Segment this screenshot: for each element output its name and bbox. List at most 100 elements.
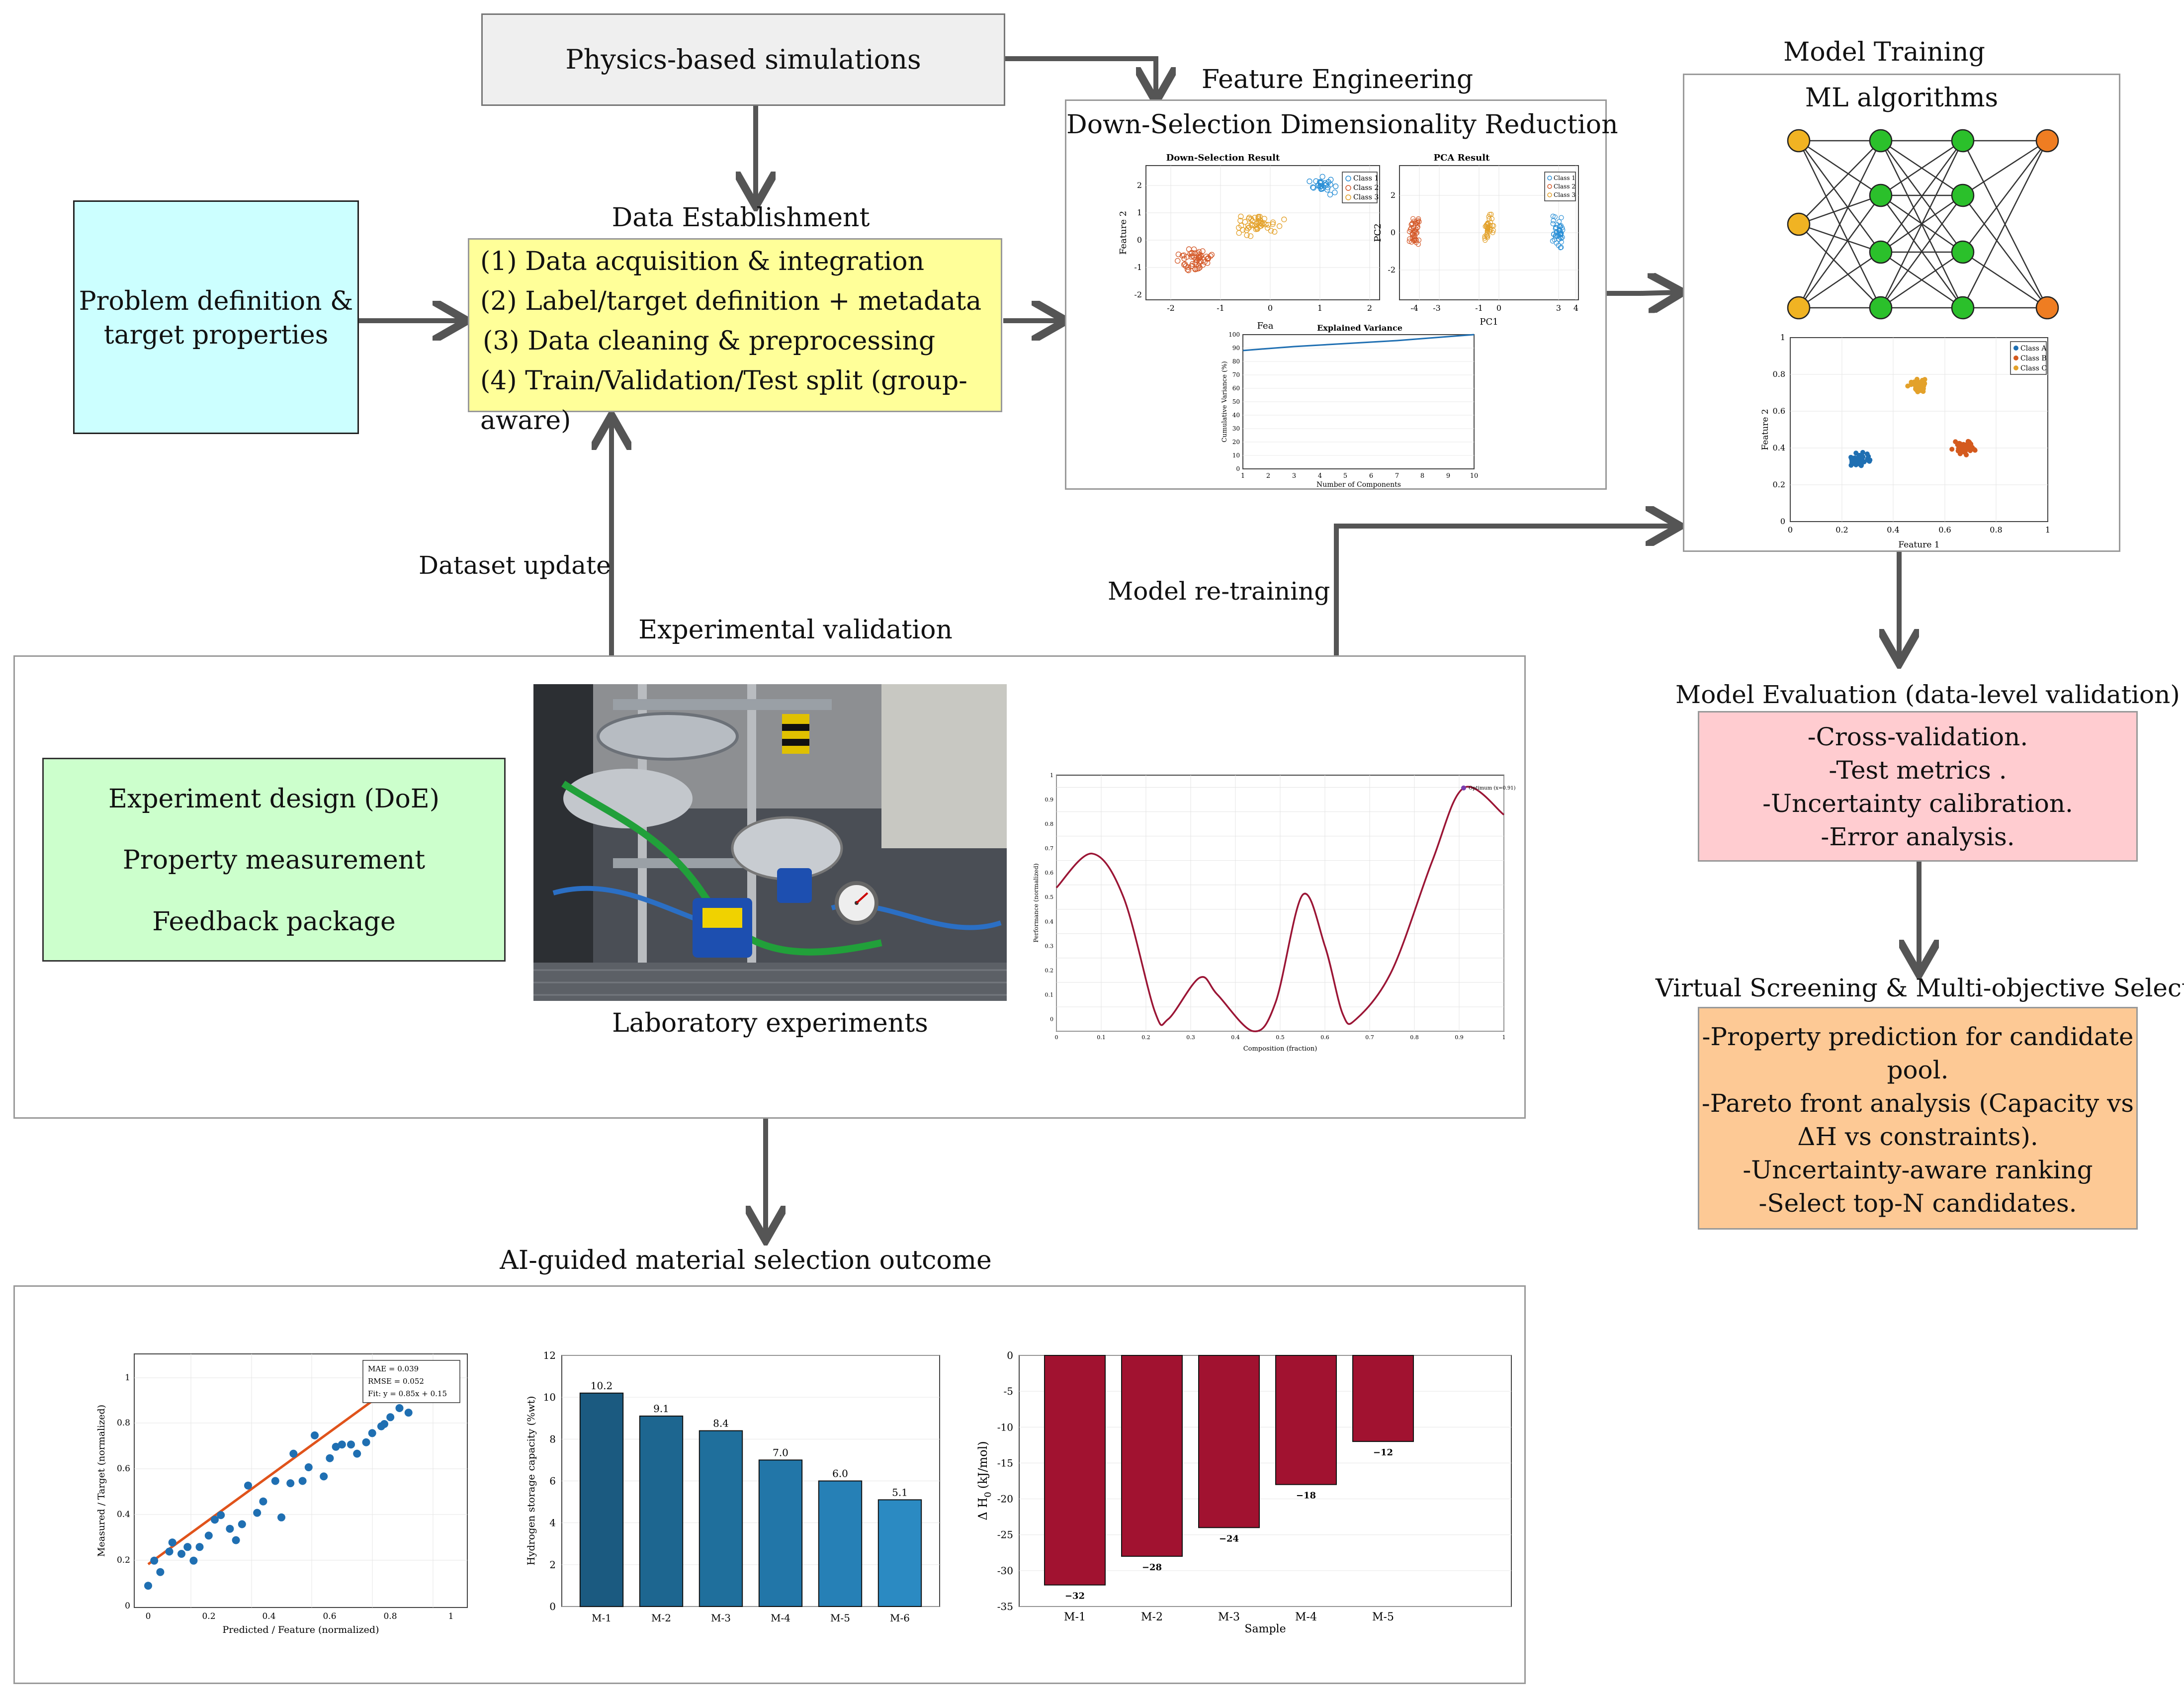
pca-point xyxy=(1487,229,1492,234)
ev-ytick: 30 xyxy=(1232,425,1240,432)
nn-edge xyxy=(1880,140,1964,253)
virtual-screening-box: -Property prediction for candidate pool.… xyxy=(1698,1007,2138,1230)
enthalpy-ylabel: Δ H0(kJ/mol) xyxy=(976,1441,993,1520)
dataset-update-label: Dataset update xyxy=(419,551,611,580)
capacity-data-label: 10.2 xyxy=(591,1380,613,1392)
pca-point xyxy=(1559,215,1564,220)
cluster-xtick: 0.4 xyxy=(1887,525,1899,535)
enthalpy-xlabel: Sample xyxy=(1244,1623,1286,1635)
pca-point xyxy=(1557,228,1562,234)
scatter-point xyxy=(1310,184,1316,190)
problem-line-1: Problem definition & xyxy=(79,286,353,316)
nn-edge xyxy=(1798,140,1882,253)
explained-variance-plot: Explained Variance 1 2 3 4 5 6 7 8 9 10 xyxy=(1221,323,1478,489)
parity-point xyxy=(165,1547,174,1556)
scatter-point xyxy=(1276,223,1283,229)
feature-engineering-plots: Down-Selection Result Class 1 Class 2 Cl… xyxy=(1118,153,1579,489)
parity-xlabel: Predicted / Feature (normalized) xyxy=(223,1624,379,1635)
cluster-scatter-plot: Class A Class B Class C 0 0.2 0.4 0.6 0.… xyxy=(1760,333,2050,550)
parity-point xyxy=(362,1438,370,1446)
scatter-point xyxy=(1270,219,1276,225)
pca-point xyxy=(1552,214,1558,220)
enthalpy-xtick: M-1 xyxy=(1064,1611,1086,1623)
pca-ylabel: PC2 xyxy=(1373,223,1383,242)
nn-edge xyxy=(1798,224,1881,308)
capacity-xtick: M-4 xyxy=(771,1612,790,1624)
cluster-ytick: 0.4 xyxy=(1773,443,1785,452)
capacity-ytick: 8 xyxy=(549,1433,556,1445)
scatter-point xyxy=(1270,221,1276,227)
ev-xtick: 6 xyxy=(1369,472,1373,480)
parity-xtick: 0.8 xyxy=(383,1611,397,1621)
curve-ytick: 0.2 xyxy=(1045,967,1054,974)
ds-xtick: 1 xyxy=(1317,303,1322,313)
parity-xtick: 0.6 xyxy=(323,1611,336,1621)
ev-xtick: 7 xyxy=(1395,472,1399,480)
lab-equipment-illustration xyxy=(533,684,1007,1001)
enthalpy-xtick: M-3 xyxy=(1218,1611,1240,1623)
capacity-bar xyxy=(579,1392,624,1607)
virtual-screening-title: Virtual Screening & Multi-objective Sele… xyxy=(1656,974,2184,1002)
scatter-point xyxy=(1249,222,1255,228)
parity-point xyxy=(338,1440,346,1449)
pca-point xyxy=(1484,232,1489,238)
eval-item: -Error analysis. xyxy=(1821,822,2015,851)
cluster-point xyxy=(1953,439,1958,445)
scatter-point xyxy=(1245,222,1251,229)
cluster-point xyxy=(1909,379,1914,385)
input-node xyxy=(1787,296,1811,320)
output-node xyxy=(2035,129,2059,153)
nn-edge xyxy=(1962,195,2048,308)
nn-edge xyxy=(1798,223,1881,253)
enthalpy-ytick: -15 xyxy=(997,1457,1013,1469)
hidden-node xyxy=(1869,240,1893,264)
parity-stat-mae: MAE = 0.039 xyxy=(368,1364,419,1373)
parity-point xyxy=(238,1520,246,1528)
capacity-xtick: M-2 xyxy=(651,1612,671,1624)
enthalpy-data-label: −18 xyxy=(1296,1491,1316,1501)
screening-line: ΔH vs constraints). xyxy=(1797,1122,2038,1151)
ds-legend-3: Class 3 xyxy=(1353,193,1379,201)
hidden-node xyxy=(1869,296,1893,320)
enthalpy-ytick: -30 xyxy=(997,1565,1013,1577)
capacity-data-label: 8.4 xyxy=(713,1418,729,1429)
scatter-point xyxy=(1317,179,1323,185)
scatter-point xyxy=(1181,262,1187,268)
pca-point xyxy=(1550,213,1556,219)
hidden-node xyxy=(1951,129,1975,153)
enthalpy-ytick: -20 xyxy=(997,1493,1013,1505)
scatter-point xyxy=(1188,254,1194,260)
ev-xtick: 1 xyxy=(1241,472,1245,480)
parity-ytick: 0.6 xyxy=(117,1464,130,1474)
outcome-charts: MAE = 0.039 RMSE = 0.052 Fit: y = 0.85x … xyxy=(96,1349,1512,1635)
nn-edge xyxy=(1880,195,1964,308)
pca-point xyxy=(1408,222,1414,227)
parity-xtick: 0 xyxy=(146,1611,151,1621)
parity-ytick: 0.4 xyxy=(117,1510,130,1519)
capacity-ytick: 0 xyxy=(549,1601,556,1612)
enthalpy-ytick: -35 xyxy=(997,1601,1013,1612)
curve-xtick: 0.4 xyxy=(1231,1034,1240,1041)
ev-ytick: 20 xyxy=(1232,439,1240,446)
parity-xtick: 0.4 xyxy=(262,1611,275,1621)
pca-point xyxy=(1485,221,1491,227)
ds-ytick: 2 xyxy=(1137,180,1142,190)
scatter-point xyxy=(1185,264,1191,270)
pca-point xyxy=(1550,221,1556,226)
scatter-point xyxy=(1307,178,1312,184)
scatter-point xyxy=(1281,216,1287,222)
screening-line: pool. xyxy=(1887,1056,1949,1084)
screening-line: -Property prediction for candidate xyxy=(1702,1022,2134,1051)
scatter-point xyxy=(1323,181,1329,187)
pca-point xyxy=(1554,240,1559,246)
problem-line-2: target properties xyxy=(103,320,329,350)
parity-point xyxy=(286,1479,295,1488)
parity-point xyxy=(150,1556,159,1565)
input-node xyxy=(1787,129,1811,153)
capacity-bar xyxy=(818,1480,863,1607)
parity-point xyxy=(404,1409,413,1417)
ev-ylabel: Cumulative Variance (%) xyxy=(1221,361,1228,443)
pca-point xyxy=(1407,236,1412,242)
outcome-title: AI-guided material selection outcome xyxy=(500,1246,992,1275)
